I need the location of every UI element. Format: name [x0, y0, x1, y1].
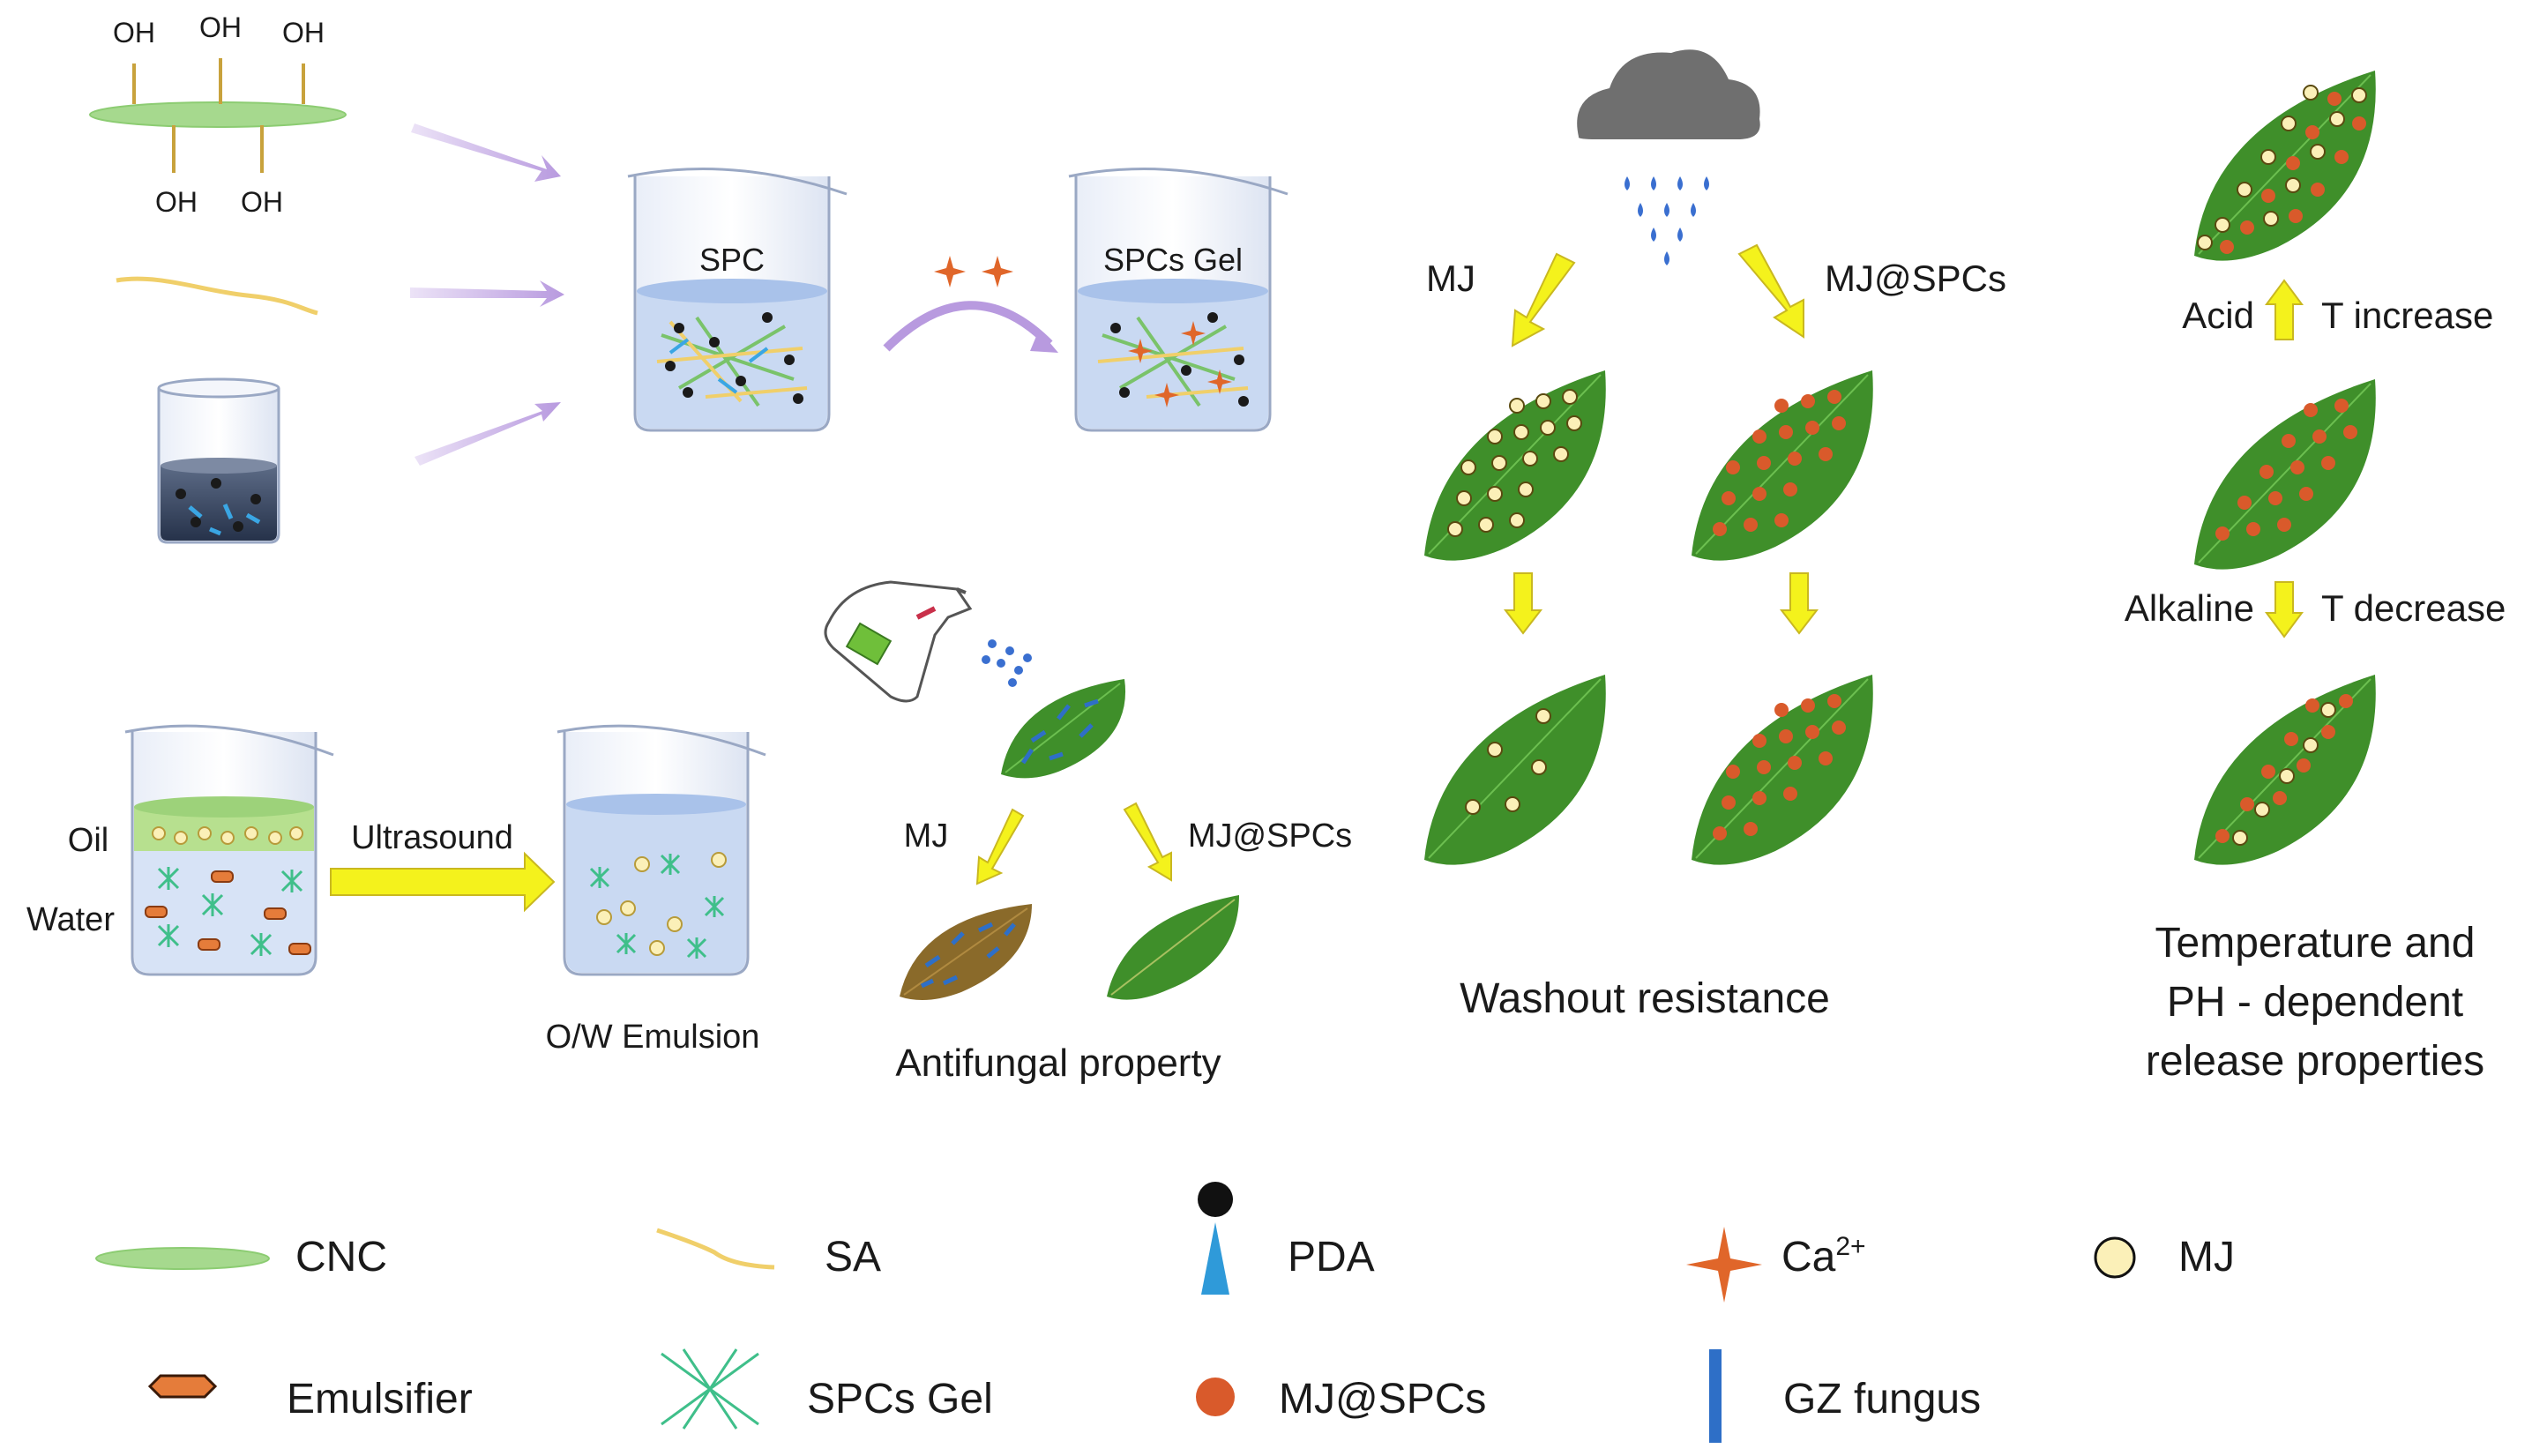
release-down-arrow: Alkaline T decrease — [2125, 581, 2506, 638]
sa-strand — [116, 276, 318, 316]
legend-label-cnc: CNC — [295, 1234, 387, 1281]
rain-cloud-icon — [1577, 49, 1760, 265]
legend-label-mj: MJ — [2178, 1234, 2235, 1281]
legend-label-sa: SA — [825, 1234, 881, 1281]
infected-leaf-before — [1001, 679, 1126, 779]
antifungal-branch-arrows: MJ MJ@SPCs — [904, 802, 1352, 885]
legend-label-emulsifier: Emulsifier — [287, 1376, 473, 1422]
legend: CNC SA PDA Ca2+ MJ Emulsifier — [95, 1182, 2235, 1443]
oh-label-2: OH — [199, 11, 242, 43]
spc-label: SPC — [699, 242, 765, 278]
spcs-gel-beaker: SPCs Gel — [1068, 168, 1288, 432]
release-leaf-acid — [2194, 71, 2376, 261]
alkaline-label: Alkaline — [2125, 587, 2254, 629]
rotten-leaf — [900, 904, 1032, 1000]
crosslink-arrow — [883, 256, 1058, 353]
water-label: Water — [26, 901, 115, 938]
release-up-arrow: Acid T increase — [2182, 279, 2493, 340]
release-caption: Temperature and PH - dependent release p… — [2146, 920, 2484, 1085]
pda-beaker — [157, 377, 280, 544]
oh-label-5: OH — [241, 186, 283, 218]
synthesis-arrows — [410, 123, 564, 466]
legend-item-mjspcs: MJ@SPCs — [1196, 1376, 1486, 1422]
t-decrease-label: T decrease — [2321, 587, 2506, 629]
oh-label-1: OH — [113, 17, 155, 49]
washout-branch-arrows: MJ MJ@SPCs — [1426, 243, 2006, 347]
oh-label-4: OH — [155, 186, 198, 218]
washout-down-arrows — [1503, 572, 1819, 635]
spray-bottle — [824, 580, 1032, 703]
release-caption-line1: Temperature and — [2155, 920, 2476, 967]
legend-item-sa: SA — [656, 1228, 881, 1281]
legend-item-ca: Ca2+ — [1686, 1227, 1866, 1303]
washout-mj-label: MJ — [1426, 258, 1475, 299]
ultrasound-arrow: Ultrasound — [330, 819, 556, 913]
oil-water-beaker: Oil Water — [26, 724, 334, 976]
antifungal-caption: Antifungal property — [895, 1042, 1221, 1085]
mjspcs-leaf-before-rain — [1692, 370, 1873, 561]
legend-label-spcs-gel: SPCs Gel — [807, 1376, 993, 1422]
legend-label-gz-fungus: GZ fungus — [1783, 1376, 1981, 1422]
release-leaf-neutral — [2194, 379, 2376, 570]
antifungal-mj-label: MJ — [904, 818, 949, 855]
oil-label: Oil — [68, 822, 108, 859]
legend-label-ca-base: Ca — [1781, 1234, 1836, 1281]
oh-label-3: OH — [282, 17, 325, 49]
ow-emulsion-beaker: O/W Emulsion — [546, 724, 766, 1056]
antifungal-mjspcs-label: MJ@SPCs — [1188, 818, 1352, 855]
mjspcs-leaf-after-rain — [1692, 675, 1873, 865]
legend-item-emulsifier: Emulsifier — [147, 1374, 473, 1422]
washout-mjspcs-label: MJ@SPCs — [1825, 258, 2006, 299]
legend-label-mjspcs: MJ@SPCs — [1279, 1376, 1486, 1422]
legend-item-mj: MJ — [2094, 1234, 2235, 1281]
legend-label-ca: Ca2+ — [1781, 1232, 1866, 1281]
healthy-leaf — [1107, 895, 1239, 1000]
legend-label-pda: PDA — [1288, 1234, 1375, 1281]
release-caption-line3: release properties — [2146, 1038, 2484, 1085]
spc-beaker: SPC — [627, 168, 848, 432]
washout-caption: Washout resistance — [1460, 975, 1830, 1022]
legend-item-pda: PDA — [1198, 1182, 1375, 1295]
legend-label-ca-sup: 2+ — [1835, 1232, 1865, 1261]
cnc-hydroxyl-group: OH OH OH OH OH — [89, 11, 347, 218]
legend-item-cnc: CNC — [95, 1234, 387, 1281]
acid-label: Acid — [2182, 295, 2254, 336]
release-caption-line2: PH - dependent — [2167, 979, 2463, 1026]
legend-item-gz-fungus: GZ fungus — [1709, 1349, 1981, 1443]
release-leaf-alkaline — [2194, 675, 2376, 865]
ultrasound-label: Ultrasound — [351, 819, 513, 856]
spcs-gel-label: SPCs Gel — [1103, 242, 1243, 278]
legend-item-spcs-gel: SPCs Gel — [661, 1348, 993, 1430]
mj-leaf-after-rain — [1424, 675, 1606, 865]
ow-emulsion-label: O/W Emulsion — [546, 1019, 760, 1056]
mj-leaf-before-rain — [1424, 370, 1606, 561]
t-increase-label: T increase — [2321, 295, 2493, 336]
